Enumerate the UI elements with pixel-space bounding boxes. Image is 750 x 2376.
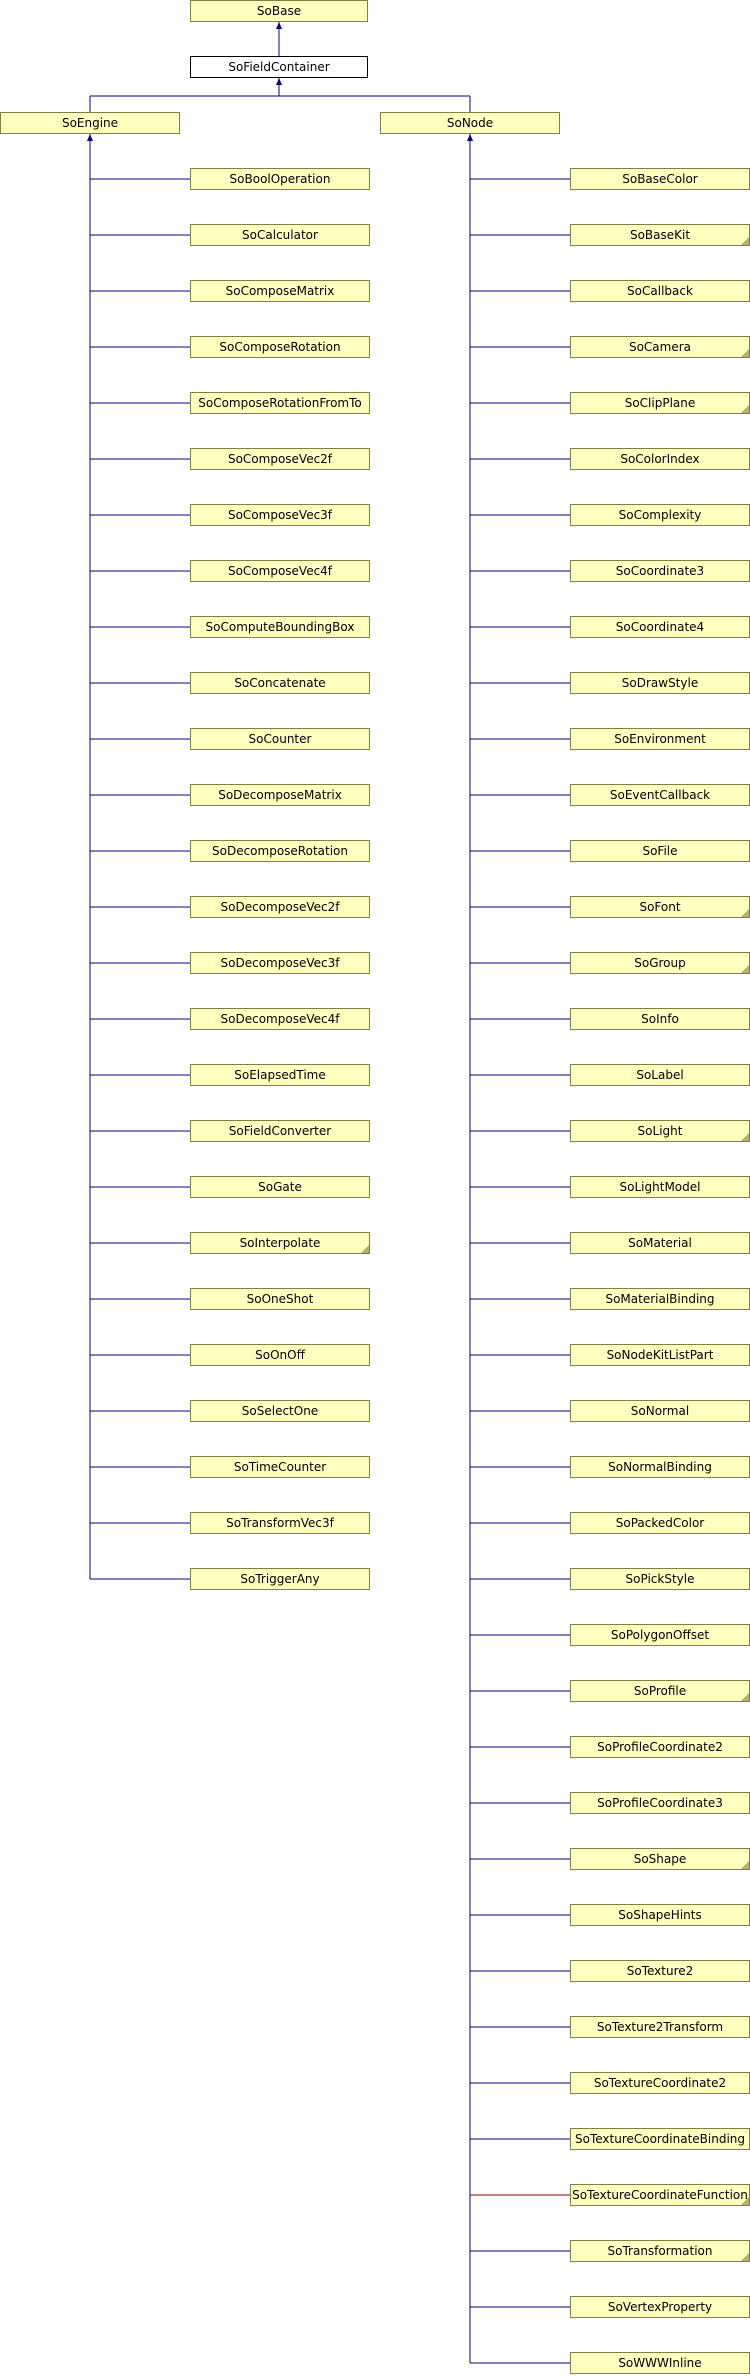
- node-sodrawstyle[interactable]: SoDrawStyle: [570, 672, 750, 694]
- node-sogate[interactable]: SoGate: [190, 1176, 370, 1198]
- node-soconcatenate[interactable]: SoConcatenate: [190, 672, 370, 694]
- node-soprofilecoordinate3[interactable]: SoProfileCoordinate3: [570, 1792, 750, 1814]
- node-socalculator[interactable]: SoCalculator: [190, 224, 370, 246]
- node-sooneshot[interactable]: SoOneShot: [190, 1288, 370, 1310]
- node-sofont[interactable]: SoFont: [570, 896, 750, 918]
- node-soselectone[interactable]: SoSelectOne: [190, 1400, 370, 1422]
- has-more-subclasses-marker: [741, 965, 749, 973]
- has-more-subclasses-marker: [741, 1861, 749, 1869]
- node-soshape[interactable]: SoShape: [570, 1848, 750, 1870]
- has-more-subclasses-marker: [741, 909, 749, 917]
- node-socoordinate3[interactable]: SoCoordinate3: [570, 560, 750, 582]
- node-soenvironment[interactable]: SoEnvironment: [570, 728, 750, 750]
- node-sovertexproperty[interactable]: SoVertexProperty: [570, 2296, 750, 2318]
- node-sonormal[interactable]: SoNormal: [570, 1400, 750, 1422]
- has-more-subclasses-marker: [741, 349, 749, 357]
- node-sodecomposevec2f[interactable]: SoDecomposeVec2f: [190, 896, 370, 918]
- node-socoordinate4[interactable]: SoCoordinate4: [570, 616, 750, 638]
- has-more-subclasses-marker: [361, 1245, 369, 1253]
- node-sonormalbinding[interactable]: SoNormalBinding: [570, 1456, 750, 1478]
- node-solabel[interactable]: SoLabel: [570, 1064, 750, 1086]
- node-solightmodel[interactable]: SoLightModel: [570, 1176, 750, 1198]
- node-socomposevec2f[interactable]: SoComposeVec2f: [190, 448, 370, 470]
- node-socomposerotation[interactable]: SoComposeRotation: [190, 336, 370, 358]
- node-socomposematrix[interactable]: SoComposeMatrix: [190, 280, 370, 302]
- node-solight[interactable]: SoLight: [570, 1120, 750, 1142]
- node-socomposerotationfromto[interactable]: SoComposeRotationFromTo: [190, 392, 370, 414]
- has-more-subclasses-marker: [741, 2197, 749, 2205]
- node-soengine[interactable]: SoEngine: [0, 112, 180, 134]
- node-sotexture2transform[interactable]: SoTexture2Transform: [570, 2016, 750, 2038]
- arrow-to-sofieldcontainer: [276, 78, 282, 85]
- node-socounter[interactable]: SoCounter: [190, 728, 370, 750]
- node-sobase[interactable]: SoBase: [190, 0, 368, 22]
- node-somaterial[interactable]: SoMaterial: [570, 1232, 750, 1254]
- node-sobooloperation[interactable]: SoBoolOperation: [190, 168, 370, 190]
- node-socomposevec4f[interactable]: SoComposeVec4f: [190, 560, 370, 582]
- node-sotexture2[interactable]: SoTexture2: [570, 1960, 750, 1982]
- node-soprofile[interactable]: SoProfile: [570, 1680, 750, 1702]
- has-more-subclasses-marker: [741, 405, 749, 413]
- node-sodecomposevec4f[interactable]: SoDecomposeVec4f: [190, 1008, 370, 1030]
- node-somaterialbinding[interactable]: SoMaterialBinding: [570, 1288, 750, 1310]
- node-sonodekitlistpart[interactable]: SoNodeKitListPart: [570, 1344, 750, 1366]
- node-socamera[interactable]: SoCamera: [570, 336, 750, 358]
- node-soclipplane[interactable]: SoClipPlane: [570, 392, 750, 414]
- node-sofile[interactable]: SoFile: [570, 840, 750, 862]
- node-soonoff[interactable]: SoOnOff: [190, 1344, 370, 1366]
- node-sopackedcolor[interactable]: SoPackedColor: [570, 1512, 750, 1534]
- node-sopolygonoffset[interactable]: SoPolygonOffset: [570, 1624, 750, 1646]
- node-socolorindex[interactable]: SoColorIndex: [570, 448, 750, 470]
- node-sofieldcontainer: SoFieldContainer: [190, 56, 368, 78]
- node-sotexturecoordinatebinding[interactable]: SoTextureCoordinateBinding: [570, 2128, 750, 2150]
- node-sopickstyle[interactable]: SoPickStyle: [570, 1568, 750, 1590]
- arrow-to-sonode: [467, 134, 473, 141]
- node-sotexturecoordinate2[interactable]: SoTextureCoordinate2: [570, 2072, 750, 2094]
- node-socallback[interactable]: SoCallback: [570, 280, 750, 302]
- node-sotimecounter[interactable]: SoTimeCounter: [190, 1456, 370, 1478]
- node-sotransformvec3f[interactable]: SoTransformVec3f: [190, 1512, 370, 1534]
- node-soelapsedtime[interactable]: SoElapsedTime: [190, 1064, 370, 1086]
- node-sodecomposematrix[interactable]: SoDecomposeMatrix: [190, 784, 370, 806]
- has-more-subclasses-marker: [741, 2253, 749, 2261]
- has-more-subclasses-marker: [741, 237, 749, 245]
- node-sogroup[interactable]: SoGroup: [570, 952, 750, 974]
- node-sointerpolate[interactable]: SoInterpolate: [190, 1232, 370, 1254]
- node-socomplexity[interactable]: SoComplexity: [570, 504, 750, 526]
- node-soshapehints[interactable]: SoShapeHints: [570, 1904, 750, 1926]
- node-sowwwinline[interactable]: SoWWWInline: [570, 2352, 750, 2374]
- arrow-to-sobase: [276, 22, 282, 29]
- node-sotransformation[interactable]: SoTransformation: [570, 2240, 750, 2262]
- node-sodecomposerotation[interactable]: SoDecomposeRotation: [190, 840, 370, 862]
- has-more-subclasses-marker: [741, 1693, 749, 1701]
- arrow-to-soengine: [87, 134, 93, 141]
- node-sotexturecoordinatefunction[interactable]: SoTextureCoordinateFunction: [570, 2184, 750, 2206]
- node-soprofilecoordinate2[interactable]: SoProfileCoordinate2: [570, 1736, 750, 1758]
- node-socomputeboundingbox[interactable]: SoComputeBoundingBox: [190, 616, 370, 638]
- node-socomposevec3f[interactable]: SoComposeVec3f: [190, 504, 370, 526]
- node-sodecomposevec3f[interactable]: SoDecomposeVec3f: [190, 952, 370, 974]
- node-sobasekit[interactable]: SoBaseKit: [570, 224, 750, 246]
- node-soinfo[interactable]: SoInfo: [570, 1008, 750, 1030]
- node-sotriggerany[interactable]: SoTriggerAny: [190, 1568, 370, 1590]
- node-sonode[interactable]: SoNode: [380, 112, 560, 134]
- node-sobasecolor[interactable]: SoBaseColor: [570, 168, 750, 190]
- node-soeventcallback[interactable]: SoEventCallback: [570, 784, 750, 806]
- has-more-subclasses-marker: [741, 1133, 749, 1141]
- node-sofieldconverter[interactable]: SoFieldConverter: [190, 1120, 370, 1142]
